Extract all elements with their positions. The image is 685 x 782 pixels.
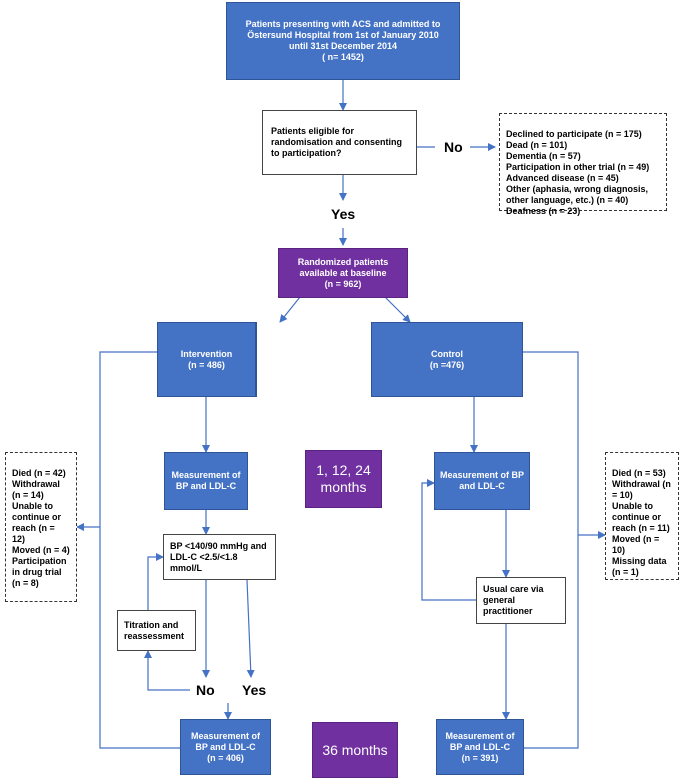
months-36-text: 36 months [322,741,388,758]
eligibility-question-box: Patients eligible for randomisation and … [262,110,417,175]
presenting-patients-text: Patients presenting with ACS and admitte… [245,19,441,62]
control-final-measurement-text: Measurement of BP and LDL-C (n = 391) [445,730,515,763]
control-measurement-box: Measurement of BP and LDL-C [434,452,530,510]
intervention-losses-box: Died (n = 42) Withdrawal (n = 14) Unable… [5,452,77,602]
months-1-12-24-text: 1, 12, 24 months [316,462,371,495]
randomized-text: Randomized patients available at baselin… [297,256,389,289]
control-measurement-text: Measurement of BP and LDL-C [439,470,525,491]
intervention-final-measurement-text: Measurement of BP and LDL-C (n = 406) [190,730,261,763]
eligibility-question-text: Patients eligible for randomisation and … [271,126,403,158]
usual-care-text: Usual care via general practitioner [483,584,544,616]
months-1-12-24-box: 1, 12, 24 months [305,450,382,508]
target-criteria-text: BP <140/90 mmHg and LDL-C <2.5/<1.8 mmol… [170,540,267,573]
yes-label-top: Yes [331,206,356,222]
no-label-top: No [444,139,463,155]
titration-box: Titration and reassessment [117,610,196,651]
presenting-patients-box: Patients presenting with ACS and admitte… [226,2,460,80]
intervention-measurement-text: Measurement of BP and LDL-C [171,470,241,491]
control-group-box: Control (n =476) [371,322,523,397]
titration-text: Titration and reassessment [124,619,185,641]
intervention-measurement-box: Measurement of BP and LDL-C [164,452,248,510]
months-36-box: 36 months [312,722,398,778]
usual-care-box: Usual care via general practitioner [476,577,566,624]
control-losses-box: Died (n = 53) Withdrawal (n = 10) Unable… [605,452,679,580]
excluded-reasons-text: Declined to participate (n = 175) Dead (… [506,129,650,216]
randomized-box: Randomized patients available at baselin… [278,248,408,298]
intervention-losses-text: Died (n = 42) Withdrawal (n = 14) Unable… [12,468,70,588]
target-criteria-box: BP <140/90 mmHg and LDL-C <2.5/<1.8 mmol… [163,534,276,580]
yes-label-bottom: Yes [242,682,267,698]
intervention-text: Intervention (n = 486) [180,348,233,370]
control-losses-text: Died (n = 53) Withdrawal (n = 10) Unable… [612,468,671,577]
no-label-bottom: No [196,682,215,698]
intervention-group-box: Intervention (n = 486) [157,322,256,397]
control-final-measurement-box: Measurement of BP and LDL-C (n = 391) [436,719,524,775]
intervention-final-measurement-box: Measurement of BP and LDL-C (n = 406) [180,719,271,775]
excluded-reasons-box: Declined to participate (n = 175) Dead (… [499,113,667,216]
control-text: Control (n =476) [429,348,465,370]
